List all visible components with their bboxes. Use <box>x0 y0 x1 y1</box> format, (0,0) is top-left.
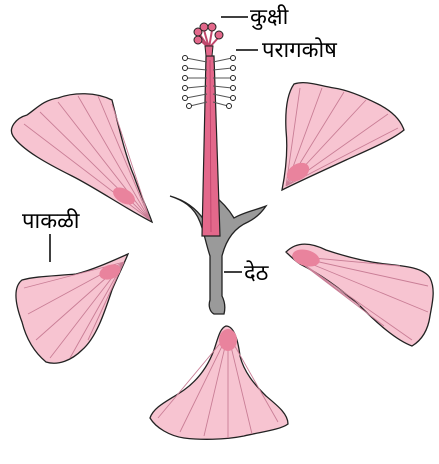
petal-top-left <box>11 94 152 222</box>
anther-label: परागकोष <box>262 37 338 63</box>
petal-label: पाकळी <box>22 208 80 234</box>
stalk-label: देठ <box>244 260 270 286</box>
petal-left <box>16 254 128 363</box>
petal-top-right <box>282 83 404 190</box>
petal-bottom <box>150 326 288 439</box>
stigma-label: कुक्षी <box>250 4 289 30</box>
petal-right <box>286 244 433 346</box>
staminal-column <box>202 56 220 236</box>
stigma <box>194 23 223 56</box>
